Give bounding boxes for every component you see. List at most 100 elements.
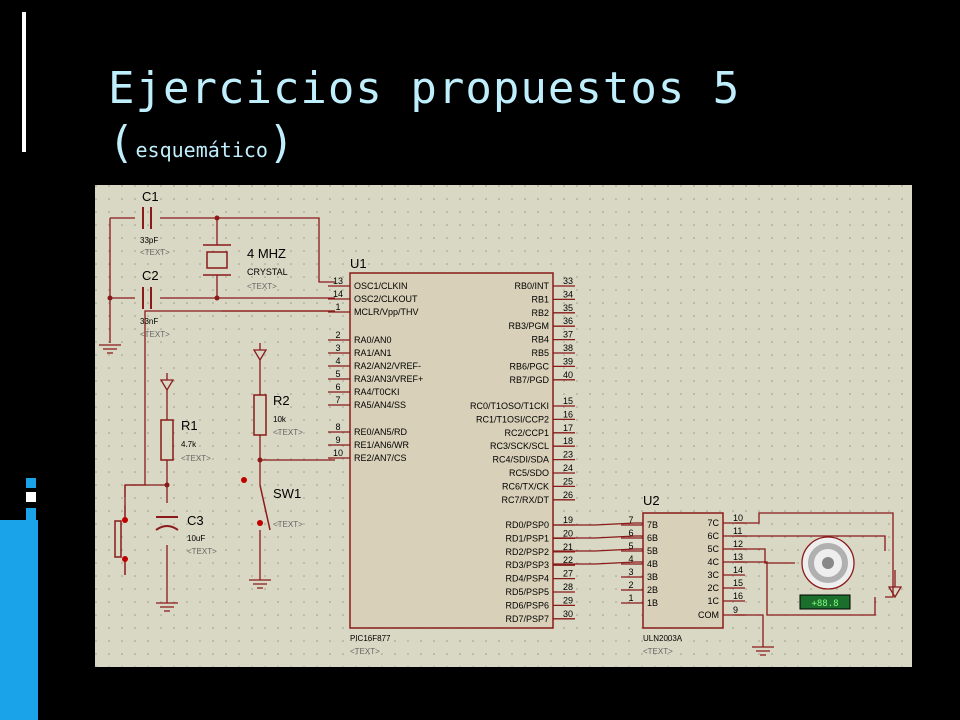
left-stripe-gap xyxy=(0,505,38,509)
c2-value: 33nF xyxy=(140,317,158,326)
pin-label: RC5/SDO xyxy=(509,468,549,478)
pin-number: 1 xyxy=(628,593,633,603)
pin-label: COM xyxy=(698,610,719,620)
pin-label: RC3/SCK/SCL xyxy=(490,441,549,451)
u1-chip-body xyxy=(349,272,554,629)
title-main: Ejercicios propuestos 5 xyxy=(108,63,741,114)
pin-number: 22 xyxy=(563,555,573,565)
u1-part: PIC16F877 xyxy=(350,634,391,643)
pin-label: RC1/T1OSI/CCP2 xyxy=(476,414,549,424)
pin-label: OSC2/CLKOUT xyxy=(354,294,418,304)
reset-button-symbol xyxy=(114,520,122,558)
pin-number: 8 xyxy=(335,422,340,432)
motor-display xyxy=(799,594,851,610)
c1-text: <TEXT> xyxy=(140,248,170,257)
pin-label: RD0/PSP0 xyxy=(505,520,549,530)
pin-label: 7B xyxy=(647,520,658,530)
pin-number: 18 xyxy=(563,436,573,446)
pin-label: RB3/PGM xyxy=(508,321,549,331)
pin-label: RC2/CCP1 xyxy=(504,428,549,438)
pin-label: 5B xyxy=(647,546,658,556)
pin-label: OSC1/CLKIN xyxy=(354,281,408,291)
pin-number: 14 xyxy=(333,289,343,299)
sw1-lever xyxy=(259,484,271,531)
pin-number: 25 xyxy=(563,476,573,486)
motor-ring xyxy=(808,543,848,583)
pin-label: 2B xyxy=(647,585,658,595)
r2-name: R2 xyxy=(273,393,290,408)
pin-label: 4B xyxy=(647,559,658,569)
pin-number: 37 xyxy=(563,330,573,340)
pin-number: 4 xyxy=(628,554,633,564)
pin-label: RD2/PSP2 xyxy=(505,547,549,557)
r1-symbol xyxy=(160,419,174,461)
power-arrow-icon xyxy=(252,343,268,362)
resistors xyxy=(160,394,267,461)
pin-label: 5C xyxy=(707,544,719,554)
pin-number: 20 xyxy=(563,528,573,538)
c1-symbol xyxy=(142,207,152,229)
r2-symbol xyxy=(253,394,267,436)
r1-value: 4.7k xyxy=(181,440,197,449)
pin-label: RC6/TX/CK xyxy=(502,481,549,491)
pin-number: 38 xyxy=(563,343,573,353)
c3-plate-curved xyxy=(155,525,179,531)
pin-number: 13 xyxy=(333,276,343,286)
pin-label: RA3/AN3/VREF+ xyxy=(354,374,423,384)
crystal-symbol xyxy=(203,244,231,276)
deco-square xyxy=(26,478,36,488)
pin-number: 39 xyxy=(563,356,573,366)
pin-number: 3 xyxy=(335,343,340,353)
title-close-paren: ) xyxy=(267,117,296,168)
pin-number: 9 xyxy=(733,605,738,615)
sw1-name: SW1 xyxy=(273,486,301,501)
pin-label: RD5/PSP5 xyxy=(505,587,549,597)
pin-label: RD4/PSP4 xyxy=(505,574,549,584)
pin-label: RC4/SDI/SDA xyxy=(492,455,549,465)
c3-text: <TEXT> xyxy=(187,547,217,556)
pin-label: 1B xyxy=(647,598,658,608)
c1-value: 33pF xyxy=(140,236,158,245)
pin-number: 30 xyxy=(563,609,573,619)
r1-name: R1 xyxy=(181,418,198,433)
pin-number: 35 xyxy=(563,303,573,313)
c2-symbol xyxy=(142,287,152,309)
pin-number: 5 xyxy=(335,369,340,379)
deco-square xyxy=(26,492,36,502)
pin-number: 2 xyxy=(628,580,633,590)
ground-symbols xyxy=(99,343,903,656)
pin-number: 15 xyxy=(733,578,743,588)
u2-name: U2 xyxy=(643,493,660,508)
junction-dots xyxy=(107,215,263,488)
pin-label: 3C xyxy=(707,570,719,580)
pin-label: RD3/PSP3 xyxy=(505,560,549,570)
c2-name: C2 xyxy=(142,268,159,283)
pin-number: 13 xyxy=(733,552,743,562)
pin-number: 4 xyxy=(335,356,340,366)
pin-label: RB4 xyxy=(531,335,549,345)
u1-right-pins: 33RB0/INT34RB135RB236RB3/PGM37RB438RB539… xyxy=(470,276,575,624)
pin-label: RA2/AN2/VREF- xyxy=(354,361,421,371)
title-subtitle: esquemático xyxy=(135,138,268,162)
pin-number: 16 xyxy=(563,409,573,419)
power-arrow-icon xyxy=(159,373,175,392)
pin-number: 40 xyxy=(563,370,573,380)
pin-label: RE2/AN7/CS xyxy=(354,453,407,463)
pin-number: 3 xyxy=(628,567,633,577)
capacitors xyxy=(142,207,179,531)
stepper-motor: +88.8 xyxy=(799,536,855,610)
deco-square xyxy=(22,12,26,152)
u1-text: <TEXT> xyxy=(350,647,380,656)
pin-number: 10 xyxy=(333,448,343,458)
u2-part: ULN2003A xyxy=(643,634,683,643)
slide-title: Ejercicios propuestos 5 (esquemático) xyxy=(108,62,928,177)
pin-label: RA1/AN1 xyxy=(354,348,392,358)
pin-label: 7C xyxy=(707,518,719,528)
pin-label: 2C xyxy=(707,583,719,593)
pin-number: 16 xyxy=(733,591,743,601)
title-open-paren: ( xyxy=(108,117,136,168)
pin-label: RB2 xyxy=(531,308,549,318)
u2-chip-body xyxy=(642,512,724,629)
